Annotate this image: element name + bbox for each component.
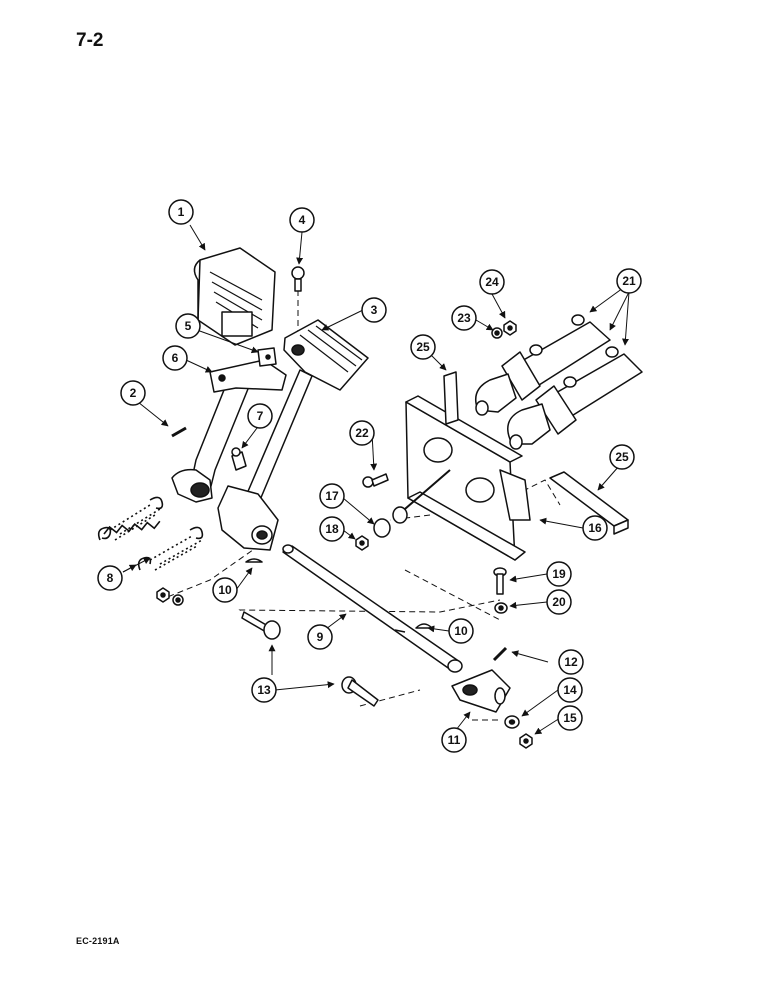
page-number: 7-2	[76, 30, 104, 51]
svg-text:19: 19	[552, 567, 566, 581]
callout-14: 14	[557, 677, 583, 703]
svg-text:8: 8	[107, 571, 114, 585]
return-springs	[97, 496, 204, 571]
svg-text:17: 17	[325, 489, 339, 503]
grease-fitting	[231, 447, 247, 471]
svg-text:5: 5	[185, 319, 192, 333]
woodruff-key-upper	[245, 558, 263, 563]
lever-washer	[504, 715, 520, 729]
roll-pin	[171, 426, 187, 438]
pedal-pad-right	[283, 319, 369, 391]
callout-1: 1	[168, 199, 194, 225]
spring-nut-washer	[156, 587, 184, 606]
svg-text:4: 4	[299, 213, 306, 227]
svg-text:2: 2	[130, 386, 137, 400]
lower-washer	[494, 602, 508, 614]
callout-17: 17	[319, 483, 345, 509]
latch-bracket	[209, 347, 287, 393]
callout-3: 3	[361, 297, 387, 323]
svg-text:11: 11	[448, 733, 461, 747]
svg-text:25: 25	[416, 340, 430, 354]
callout-16: 16	[582, 515, 608, 541]
callout-10-lower: 10	[448, 618, 474, 644]
svg-text:1: 1	[178, 205, 185, 219]
lever-nut	[519, 733, 533, 749]
svg-text:7: 7	[257, 409, 264, 423]
callout-7: 7	[247, 403, 273, 429]
callout-23: 23	[451, 305, 477, 331]
shim-horizontal	[549, 471, 629, 535]
callout-24: 24	[479, 269, 505, 295]
svg-text:22: 22	[355, 426, 369, 440]
svg-text:13: 13	[257, 683, 271, 697]
drawing-code: EC-2191A	[76, 936, 120, 946]
cylinder-nut	[503, 320, 517, 336]
svg-text:16: 16	[588, 521, 602, 535]
svg-text:10: 10	[454, 624, 468, 638]
svg-text:12: 12	[564, 655, 578, 669]
pivot-pin	[291, 266, 305, 292]
callout-10-upper: 10	[212, 577, 238, 603]
master-cylinder-lower	[507, 346, 643, 450]
svg-text:25: 25	[615, 450, 629, 464]
svg-text:10: 10	[218, 583, 232, 597]
shoulder-bolt-lower	[341, 676, 379, 707]
clevis-lever	[451, 669, 511, 713]
callout-2: 2	[120, 380, 146, 406]
svg-text:18: 18	[325, 522, 339, 536]
svg-text:14: 14	[563, 683, 577, 697]
bracket-bolt	[362, 473, 389, 488]
callout-11: 11	[441, 727, 467, 753]
callout-15: 15	[557, 705, 583, 731]
pedal-arm-right	[217, 369, 313, 551]
svg-text:15: 15	[563, 711, 577, 725]
svg-text:20: 20	[552, 595, 566, 609]
woodruff-key-lower	[415, 623, 433, 629]
cross-shaft	[282, 544, 463, 673]
svg-text:3: 3	[371, 303, 378, 317]
leader-lines	[122, 224, 630, 735]
pedal-pad-left	[193, 247, 276, 346]
push-rod-nut	[355, 535, 369, 551]
callout-8: 8	[97, 565, 123, 591]
svg-text:21: 21	[622, 274, 636, 288]
svg-text:23: 23	[457, 311, 471, 325]
master-cylinder-bracket	[405, 395, 531, 561]
lower-bolt	[493, 567, 507, 595]
cylinder-washer	[491, 327, 503, 339]
svg-text:6: 6	[172, 351, 179, 365]
callout-13: 13	[251, 677, 277, 703]
shim-vertical	[443, 371, 459, 425]
lever-roll-pin	[492, 646, 508, 662]
pedal-arm-left	[171, 379, 251, 503]
svg-text:9: 9	[317, 630, 324, 644]
master-cylinder-upper	[475, 314, 611, 416]
callout-4: 4	[289, 207, 315, 233]
callout-19: 19	[546, 561, 572, 587]
callout-18: 18	[319, 516, 345, 542]
callout-6: 6	[162, 345, 188, 371]
callout-25-right: 25	[609, 444, 635, 470]
push-rod	[373, 469, 451, 538]
svg-text:24: 24	[485, 275, 499, 289]
shoulder-bolt-upper	[241, 611, 281, 640]
callout-22: 22	[349, 420, 375, 446]
callout-12: 12	[558, 649, 584, 675]
callout-21: 21	[616, 268, 642, 294]
callout-5: 5	[175, 313, 201, 339]
callout-25-upper: 25	[410, 334, 436, 360]
callout-20: 20	[546, 589, 572, 615]
callout-9: 9	[307, 624, 333, 650]
